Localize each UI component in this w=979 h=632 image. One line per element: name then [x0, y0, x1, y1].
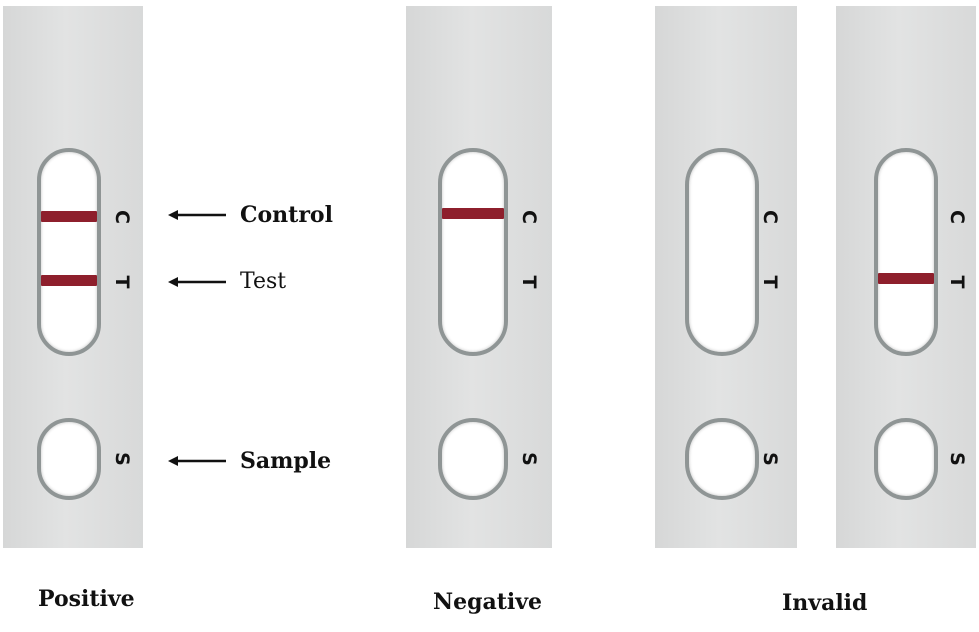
control-callout: Control	[168, 202, 333, 228]
arrow-left-icon	[168, 456, 226, 466]
test-callout: Test	[168, 269, 286, 294]
control-mark: C	[759, 210, 781, 224]
sample-callout: Sample	[168, 448, 331, 474]
test-strip-invalid-no-lines: C T S	[655, 6, 797, 548]
sample-well	[37, 418, 101, 500]
test-line	[41, 275, 97, 286]
control-mark: C	[111, 210, 133, 224]
control-mark: C	[946, 210, 968, 224]
result-window	[37, 148, 101, 356]
sample-well	[438, 418, 508, 500]
sample-mark: S	[946, 452, 968, 466]
test-mark: T	[518, 275, 540, 289]
test-mark: T	[946, 275, 968, 289]
test-strip-negative: C T S	[406, 6, 552, 548]
control-label: Control	[240, 202, 333, 228]
test-label: Test	[240, 269, 287, 294]
control-line	[442, 208, 504, 219]
test-line	[878, 273, 934, 284]
control-mark: C	[518, 210, 540, 224]
test-strip-positive: C T S	[3, 6, 143, 548]
result-window	[685, 148, 759, 356]
caption-negative: Negative	[433, 589, 543, 615]
sample-mark: S	[759, 452, 781, 466]
test-strip-invalid-test-only: C T S	[836, 6, 976, 548]
test-mark: T	[759, 275, 781, 289]
sample-well	[874, 418, 938, 500]
test-mark: T	[111, 275, 133, 289]
caption-positive: Positive	[38, 586, 135, 612]
control-line	[41, 211, 97, 222]
sample-mark: S	[518, 452, 540, 466]
arrow-left-icon	[168, 210, 226, 220]
result-window	[874, 148, 938, 356]
result-window	[438, 148, 508, 356]
sample-label: Sample	[240, 448, 332, 474]
sample-mark: S	[111, 452, 133, 466]
arrow-left-icon	[168, 276, 226, 287]
caption-invalid: Invalid	[782, 590, 868, 616]
sample-well	[685, 418, 759, 500]
